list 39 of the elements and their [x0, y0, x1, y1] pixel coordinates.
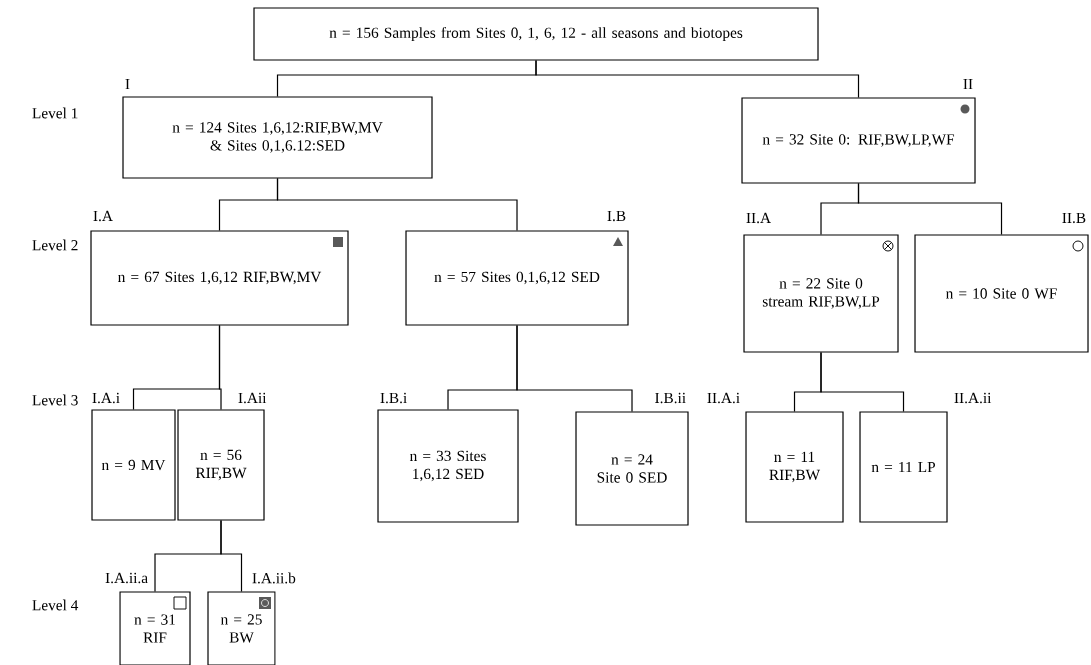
tree-connector [516, 325, 633, 412]
sample-box: n = 124 Sites 1,6,12:RIF,BW,MV & Sites 0,1,6.12:SED [122, 96, 433, 179]
tree-connector [857, 183, 1003, 235]
branch-label: I.A.ii.a [105, 572, 148, 584]
tree-connector [535, 60, 860, 98]
branch-label: II.A.ii [954, 392, 992, 404]
sample-box: n = 24 Site 0 SED [575, 411, 689, 526]
sample-box: n = 11 RIF,BW [745, 411, 844, 523]
sample-box: n = 10 Site 0 WF [914, 234, 1089, 353]
sample-box: n = 33 Sites 1,6,12 SED [377, 409, 519, 523]
sample-box: n = 22 Site 0 stream RIF,BW,LP [743, 234, 899, 353]
sample-box: n = 11 LP [859, 411, 948, 523]
branch-label: I.B [607, 210, 626, 222]
branch-label: II.A.i [707, 392, 740, 404]
sample-box: n = 32 Site 0: RIF,BW,LP,WF [741, 97, 976, 184]
branch-label: I.B.ii [655, 392, 686, 404]
branch-label: I.A.ii.b [252, 572, 296, 584]
level-label: Level 4 [32, 599, 79, 611]
branch-label: II.A [746, 212, 771, 224]
sample-box: n = 67 Sites 1,6,12 RIF,BW,MV [90, 230, 349, 326]
branch-label: I.Aii [238, 392, 267, 404]
sample-box: n = 56 RIF,BW [177, 409, 265, 521]
branch-label: II.B [1062, 212, 1086, 224]
branch-label: I.A.i [92, 392, 120, 404]
level-label: Level 3 [32, 394, 78, 406]
branch-label: I.B.i [380, 392, 407, 404]
branch-label: II [963, 79, 973, 89]
sample-box: n = 9 MV [91, 409, 176, 521]
sample-box: n = 31 RIF [119, 591, 191, 665]
branch-label: I.A [93, 210, 113, 222]
sample-box: n = 25 BW [207, 591, 276, 665]
level-label: Level 1 [32, 107, 78, 119]
sample-box: n = 156 Samples from Sites 0, 1, 6, 12 - all seasons and biotopes [253, 7, 819, 61]
sample-box: n = 57 Sites 0,1,6,12 SED [405, 230, 629, 326]
tree-connector [276, 178, 518, 231]
tree-connector [820, 352, 905, 412]
tree-connector [218, 325, 222, 410]
tree-connector [220, 520, 243, 592]
branch-label: I [125, 79, 130, 89]
